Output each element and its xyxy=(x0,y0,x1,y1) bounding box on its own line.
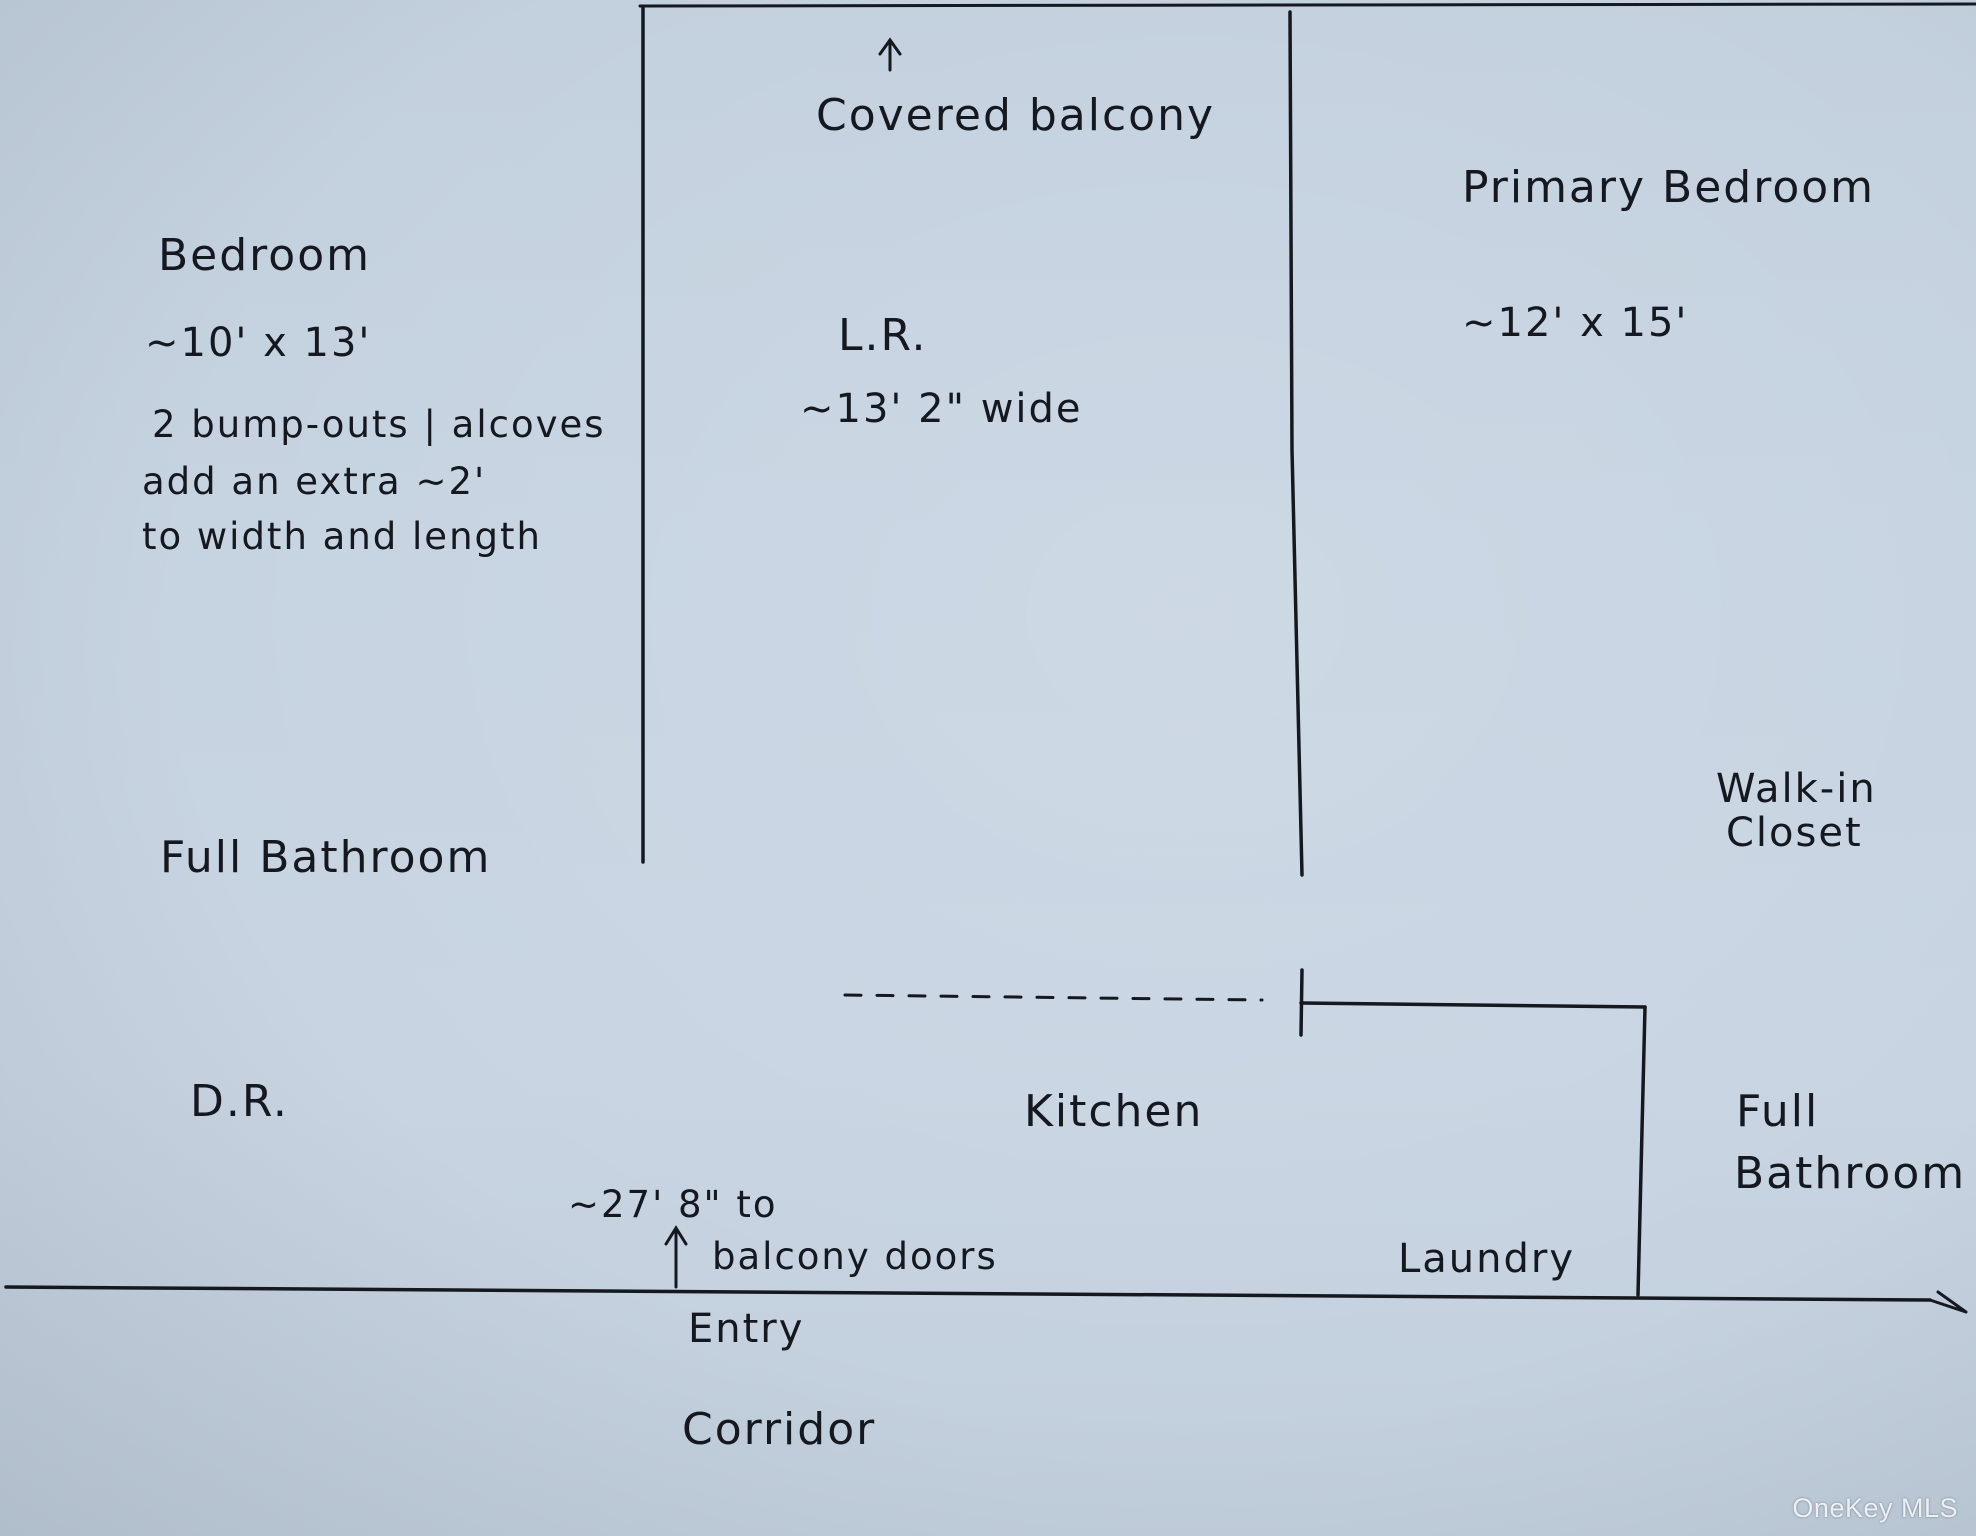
living-room-width: ~13' 2" wide xyxy=(800,386,1083,432)
walk-in-closet-label-line-1: Walk-in xyxy=(1716,766,1877,812)
kitchen-label: Kitchen xyxy=(1024,1086,1204,1137)
bedroom-size: ~10' x 13' xyxy=(145,320,372,366)
depth-note-line-1: ~27' 8" to xyxy=(568,1183,778,1226)
dining-room-label: D.R. xyxy=(190,1076,289,1127)
bathroom-top-wall xyxy=(1299,1001,1647,1009)
corridor-arrow-icon xyxy=(1928,1290,1968,1314)
full-bathroom-left-label: Full Bathroom xyxy=(160,832,492,883)
full-bathroom-right-label-line-1: Full xyxy=(1736,1086,1820,1137)
laundry-label: Laundry xyxy=(1398,1236,1576,1282)
bedroom-label: Bedroom xyxy=(158,230,372,281)
covered-balcony-label: Covered balcony xyxy=(816,90,1216,141)
up-arrow-icon xyxy=(664,1225,688,1289)
bedroom-note-line-1: 2 bump-outs | alcoves xyxy=(152,403,606,446)
primary-bedroom-label: Primary Bedroom xyxy=(1462,162,1876,213)
primary-bedroom-size: ~12' x 15' xyxy=(1462,300,1689,346)
entry-label: Entry xyxy=(688,1306,805,1352)
depth-note-line-2: balcony doors xyxy=(712,1235,998,1278)
corridor-wall-line xyxy=(4,1285,1932,1302)
corridor-label: Corridor xyxy=(682,1404,877,1455)
bathroom-side-wall xyxy=(1636,1005,1647,1297)
living-room-label: L.R. xyxy=(838,310,928,361)
bedroom-note-line-3: to width and length xyxy=(142,515,542,558)
up-arrow-icon xyxy=(878,37,902,72)
living-room-primary-bedroom-wall xyxy=(1288,10,1304,877)
kitchen-opening-dashed-line xyxy=(843,993,1264,1002)
watermark: OneKey MLS xyxy=(1792,1493,1958,1523)
walk-in-closet-label-line-2: Closet xyxy=(1726,810,1863,856)
top-wall-line xyxy=(638,2,1976,8)
bedroom-note-line-2: add an extra ~2' xyxy=(142,460,487,503)
full-bathroom-right-label-line-2: Bathroom xyxy=(1734,1148,1967,1199)
